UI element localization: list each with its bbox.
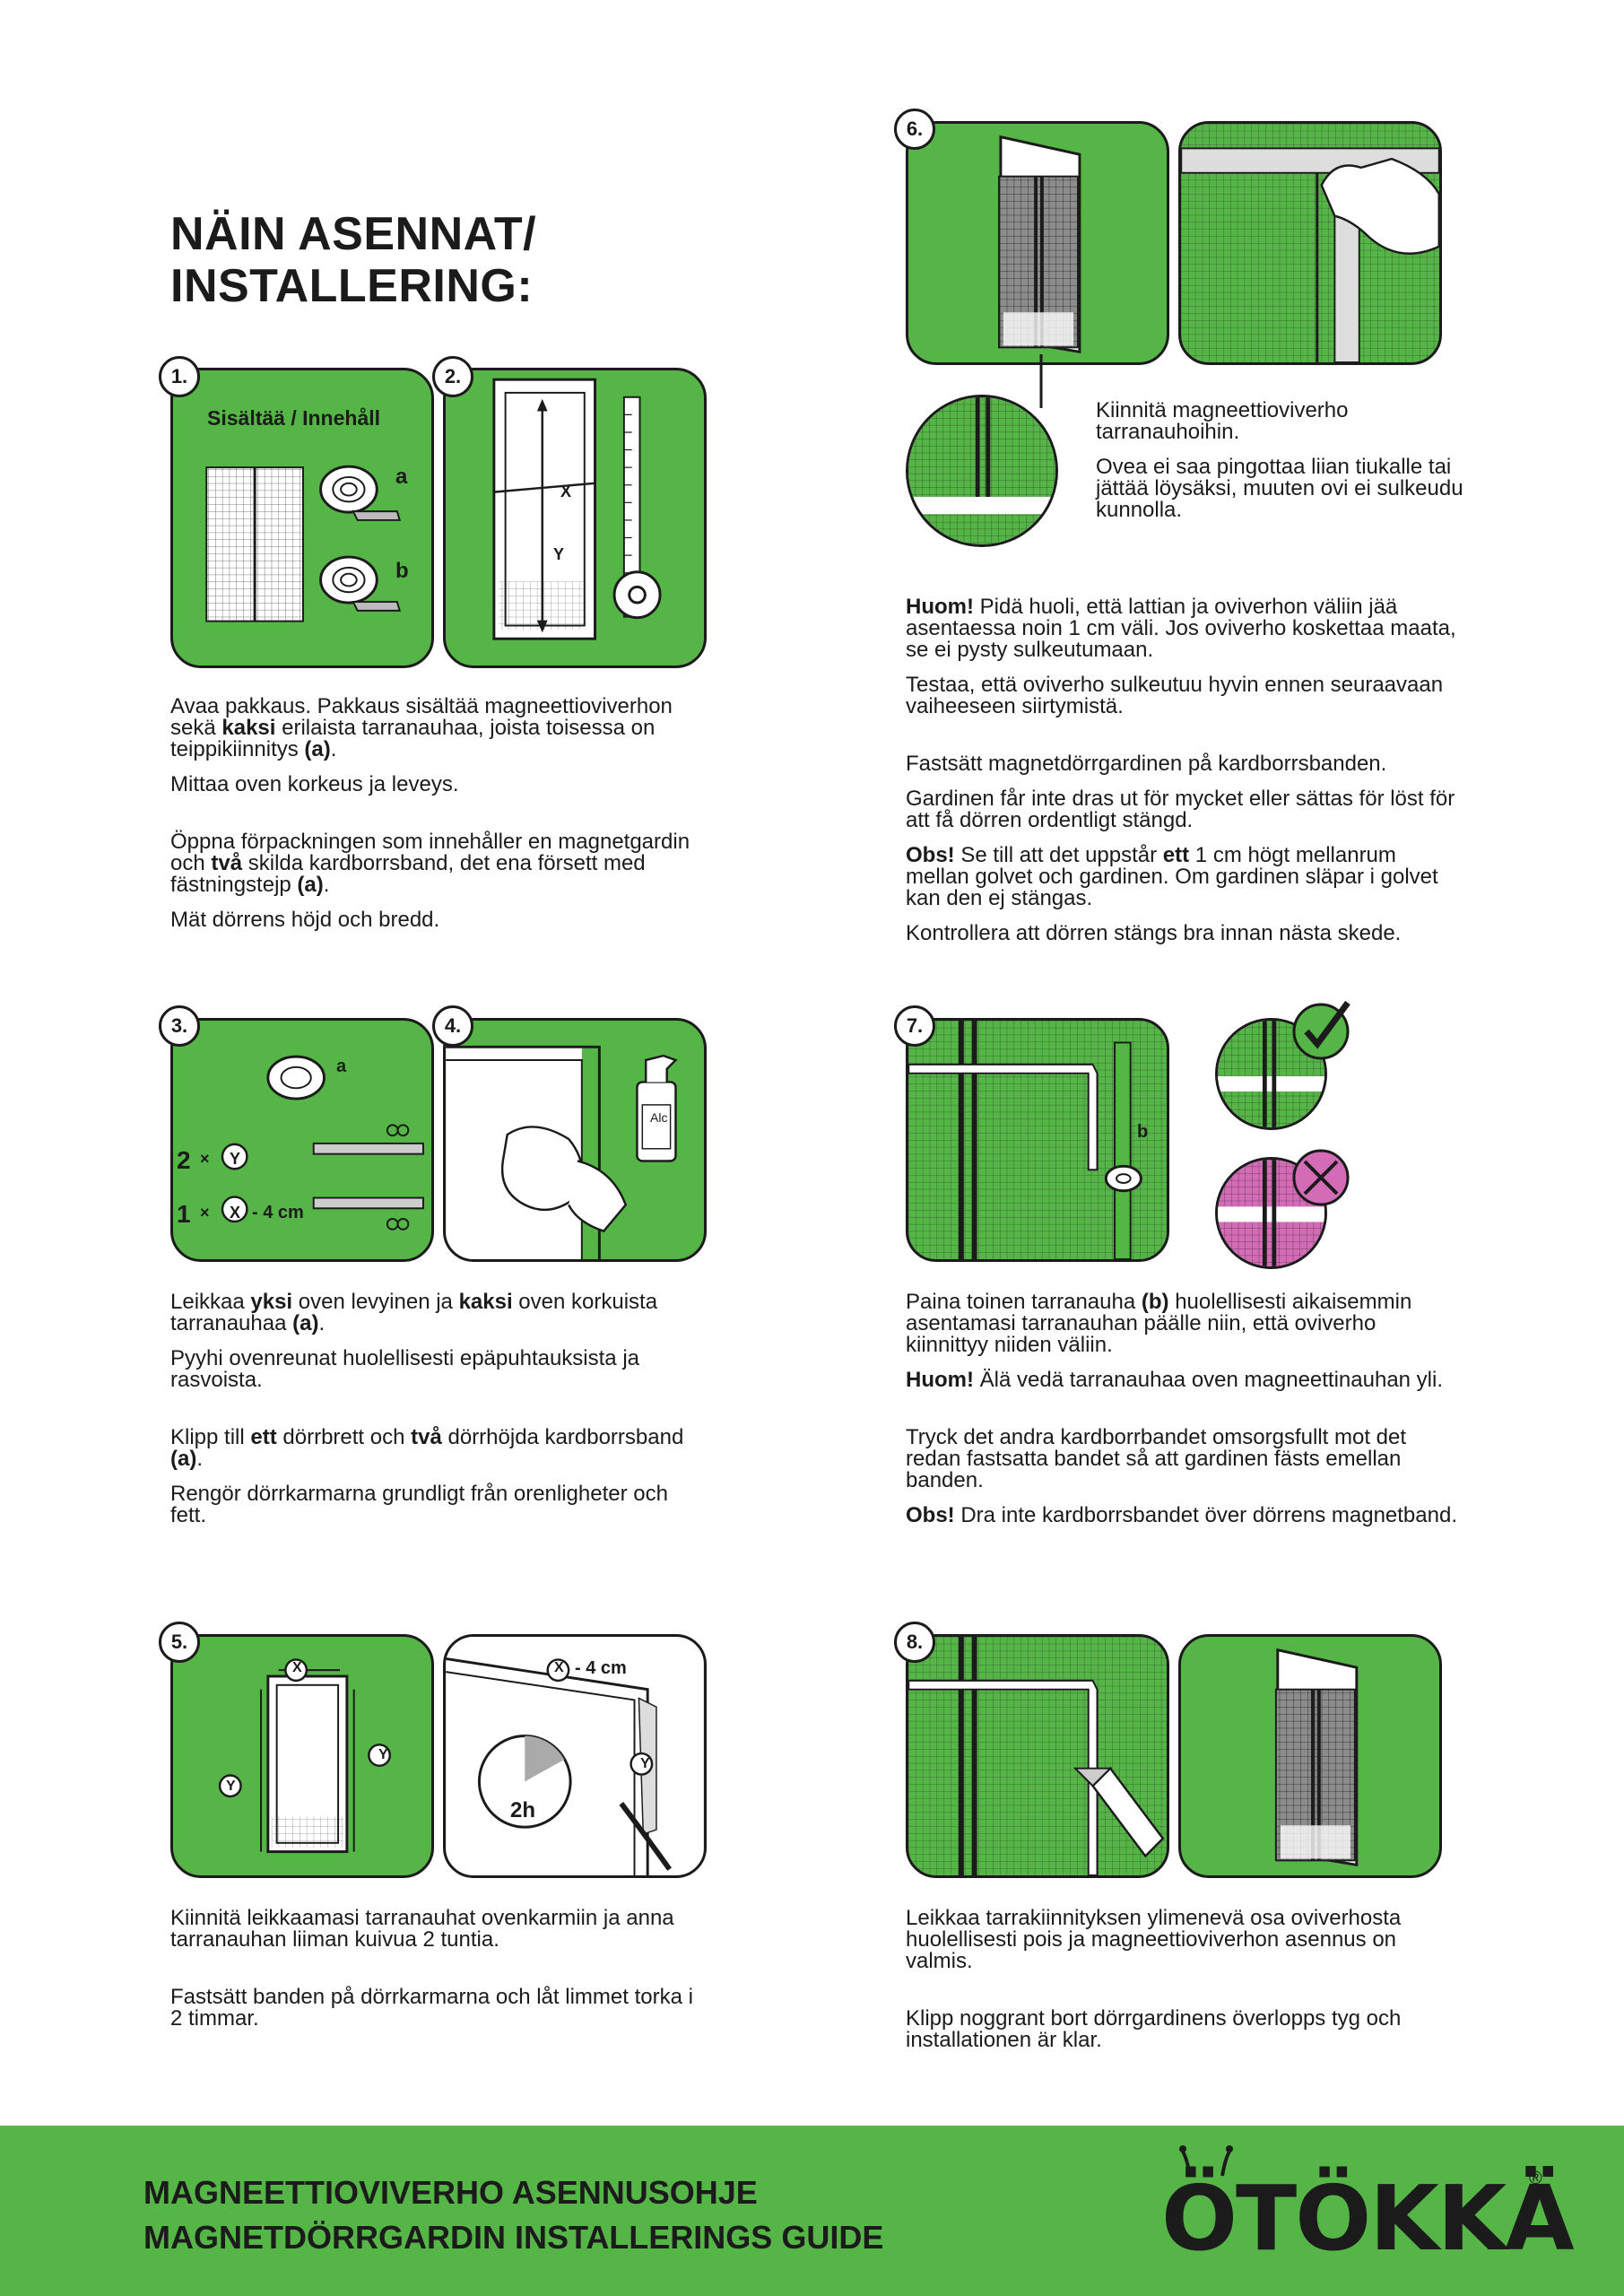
x-label: X	[554, 1660, 564, 1675]
height-y-label: Y	[553, 545, 565, 563]
clean-frame-illustration	[446, 1045, 678, 1259]
row1-letter: Y	[230, 1150, 241, 1168]
drying-time-illustration	[446, 1637, 704, 1875]
step-5-number: 5.	[159, 1622, 200, 1663]
text-5-sv: Fastsätt banden på dörrkarmarna och låt …	[170, 1985, 693, 2031]
text-8-sv: Klipp noggrant bort dörrgardinens överlo…	[906, 2006, 1402, 2052]
text-7-fi-2: Huom! Älä vedä tarranauhaa oven magneett…	[906, 1368, 1444, 1392]
step-8-text: Leikkaa tarrakiinnityksen ylimenevä osa …	[906, 1908, 1462, 2065]
step-1-number: 1.	[159, 356, 200, 397]
text-6b-sv-3: Obs! Se till att det uppstår ett 1 cm hö…	[906, 843, 1438, 910]
text-12-sv-1: Öppna förpackningen som innehåller en ma…	[170, 830, 690, 897]
footer-title-sv: MAGNETDÖRRGARDIN INSTALLERINGS GUIDE	[143, 2219, 884, 2256]
footer-title: MAGNEETTIOVIVERHO ASENNUSOHJE MAGNETDÖRR…	[143, 2170, 883, 2260]
step-7-number: 7.	[894, 1005, 935, 1047]
y-label-right: Y	[378, 1747, 388, 1762]
step-6-side-text: Kiinnitä magneettioviverho tarranauhoihi…	[1096, 400, 1472, 535]
step-4-number: 4.	[432, 1005, 473, 1047]
second-tape-illustration	[908, 1021, 1167, 1259]
tape-b-label: b	[395, 559, 409, 583]
step-1-2-text: Avaa pakkaus. Pakkaus sisältää magneetti…	[170, 696, 708, 944]
text-34-sv-2: Rengör dörrkarmarna grundligt från orenl…	[170, 1482, 668, 1527]
text-6a-2: Ovea ei saa pingottaa liian tiukalle tai…	[1096, 455, 1463, 522]
title-line-1: NÄIN ASENNAT/	[170, 208, 537, 260]
detail-circle	[906, 395, 1058, 547]
x-label: X	[292, 1660, 302, 1675]
step-5-text: Kiinnitä leikkaamasi tarranauhat ovenkar…	[170, 1908, 708, 2043]
step-2-panel: X Y	[443, 368, 707, 668]
step-6-panel-a	[906, 121, 1169, 365]
trim-excess-illustration	[908, 1637, 1167, 1875]
cut-tape-illustration	[221, 1055, 424, 1231]
text-6b-sv-4: Kontrollera att dörren stängs bra innan …	[906, 921, 1402, 945]
text-12-sv-2: Mät dörrens höjd och bredd.	[170, 908, 440, 932]
page-title: NÄIN ASENNAT/ INSTALLERING:	[170, 208, 536, 312]
row2-letter: X	[230, 1204, 241, 1222]
contents-illustration	[205, 465, 402, 622]
text-34-sv-1: Klipp till ett dörrbrett och två dörrhöj…	[170, 1425, 684, 1471]
step-3-number: 3.	[159, 1005, 200, 1047]
text-8-fi: Leikkaa tarrakiinnityksen ylimenevä osa …	[906, 1906, 1402, 1973]
measure-door-illustration	[492, 378, 662, 640]
step-5-panel-b: X - 4 cm Y 2h	[443, 1634, 707, 1878]
step-8-number: 8.	[894, 1622, 935, 1663]
finished-door-illustration	[1274, 1648, 1359, 1866]
tape-a-label: a	[395, 465, 408, 489]
row1-count: 2	[177, 1146, 191, 1174]
text-7-sv-1: Tryck det andra kardborrbandet omsorgsfu…	[906, 1425, 1407, 1492]
attach-curtain-illustration	[1181, 124, 1439, 362]
step-8-panel-a	[906, 1634, 1169, 1878]
row1-times: ×	[200, 1150, 210, 1168]
bug-antenna-icon	[1179, 2145, 1233, 2177]
text-5-fi: Kiinnitä leikkaamasi tarranauhat ovenkar…	[170, 1906, 674, 1952]
text-7-sv-2: Obs! Dra inte kardborrsbandet över dörre…	[906, 1503, 1457, 1527]
step-7-panel: b	[906, 1018, 1169, 1262]
step-3-4-text: Leikkaa yksi oven levyinen ja kaksi oven…	[170, 1292, 708, 1540]
row2-times: ×	[200, 1204, 210, 1222]
step-2-number: 2.	[432, 356, 473, 397]
step-5-panel-a: X Y Y	[170, 1634, 434, 1878]
text-34-fi-2: Pyyhi ovenreunat huolellisesti epäpuhtau…	[170, 1346, 639, 1392]
minus-label: - 4 cm	[575, 1658, 627, 1678]
y-label-left: Y	[226, 1779, 236, 1794]
step-1-panel: Sisältää / Innehåll a b	[170, 368, 434, 668]
text-6b-fi-2: Testaa, että oviverho sulkeutuu hyvin en…	[906, 673, 1444, 718]
tape-a-label: a	[336, 1057, 347, 1076]
checkmark-icon	[1292, 1000, 1350, 1060]
step-3-panel: a 2 × Y 1 × X - 4 cm	[170, 1018, 434, 1262]
row2-minus: - 4 cm	[252, 1203, 304, 1222]
pointer-line	[1039, 354, 1043, 408]
footer-bar: MAGNEETTIOVIVERHO ASENNUSOHJE MAGNETDÖRR…	[0, 2126, 1624, 2296]
text-7-fi-1: Paina toinen tarranauha (b) huolellisest…	[906, 1290, 1412, 1357]
text-6b-sv-2: Gardinen får inte dras ut för mycket ell…	[906, 787, 1455, 832]
step-6-panel-b	[1178, 121, 1442, 365]
text-6b-sv-1: Fastsätt magnetdörrgardinen på kardborrs…	[906, 752, 1387, 776]
title-line-2: INSTALLERING:	[170, 260, 534, 312]
y-label: Y	[640, 1756, 650, 1771]
contents-label: Sisältää / Innehåll	[207, 406, 381, 430]
text-34-fi-1: Leikkaa yksi oven levyinen ja kaksi oven…	[170, 1290, 658, 1335]
step-8-panel-b	[1178, 1634, 1442, 1878]
curtain-door-illustration	[997, 135, 1081, 353]
footer-title-fi: MAGNEETTIOVIVERHO ASENNUSOHJE	[143, 2174, 758, 2211]
width-x-label: X	[560, 483, 572, 500]
step-7-text: Paina toinen tarranauha (b) huolellisest…	[906, 1292, 1462, 1540]
step-6-number: 6.	[894, 109, 935, 150]
step-4-panel: Alc	[443, 1018, 707, 1262]
row2-count: 1	[177, 1200, 191, 1228]
text-12-fi-1: Avaa pakkaus. Pakkaus sisältää magneetti…	[170, 694, 673, 761]
registered-mark: ®	[1529, 2169, 1542, 2188]
attach-tape-illustration	[218, 1658, 392, 1854]
text-6b-fi-1: Huom! Pidä huoli, että lattian ja oviver…	[906, 595, 1456, 662]
tape-b-label: b	[1137, 1122, 1149, 1142]
hours-label: 2h	[510, 1798, 536, 1822]
step-6-text: Huom! Pidä huoli, että lattian ja oviver…	[906, 596, 1462, 958]
text-6a-1: Kiinnitä magneettioviverho tarranauhoihi…	[1096, 398, 1349, 444]
text-12-fi-2: Mittaa oven korkeus ja leveys.	[170, 772, 459, 796]
bottle-label: Alc	[650, 1110, 668, 1125]
cross-icon	[1292, 1149, 1350, 1206]
brand-logo: ÖTÖKKÄ	[1161, 2166, 1575, 2271]
